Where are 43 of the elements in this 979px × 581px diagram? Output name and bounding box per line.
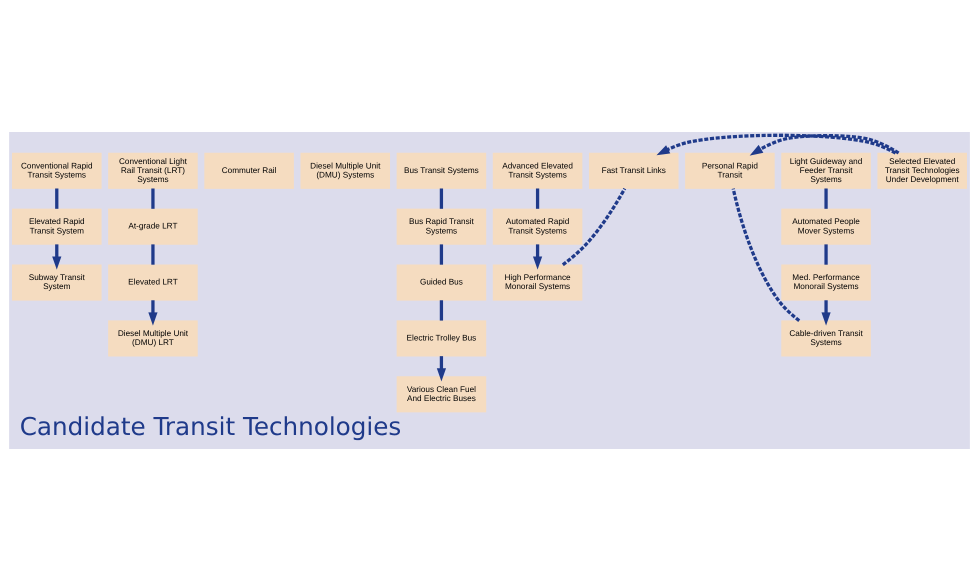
diagram-title: Candidate Transit Technologies: [20, 412, 402, 442]
node-box: Various Clean Fuel And Electric Buses: [396, 376, 486, 412]
node-box: Diesel Multiple Unit (DMU) Systems: [300, 152, 390, 189]
arrow: [52, 244, 62, 270]
node-box: Bus Transit Systems: [396, 152, 486, 189]
node-box: Cable-driven Transit Systems: [781, 320, 871, 357]
node-box: Conventional Light Rail Transit (LRT) Systems: [108, 152, 198, 189]
node-box: Guided Bus: [396, 264, 486, 301]
node-box: Elevated LRT: [108, 264, 198, 301]
connector: [440, 300, 444, 321]
node-box: Elevated Rapid Transit System: [12, 208, 102, 245]
node-box: Bus Rapid Transit Systems: [396, 208, 486, 245]
node-box: Med. Performance Monorail Systems: [781, 264, 871, 301]
arrow: [532, 244, 542, 270]
arrow: [656, 134, 896, 156]
arrow: [148, 300, 158, 326]
connector: [824, 244, 828, 265]
node-box: Selected Elevated Transit Technologies Under Development: [877, 152, 968, 189]
node-box: At-grade LRT: [108, 208, 198, 245]
connector: [151, 244, 155, 265]
connector: [732, 188, 800, 322]
node-box: Automated Rapid Transit Systems: [492, 208, 582, 245]
connector: [562, 188, 626, 266]
node-box: Personal Rapid Transit: [685, 152, 775, 189]
node-box: Electric Trolley Bus: [396, 320, 486, 357]
node-box: Light Guideway and Feeder Transit Systems: [781, 152, 871, 189]
node-box: Fast Transit Links: [588, 152, 679, 189]
node-box: Diesel Multiple Unit (DMU) LRT: [108, 320, 198, 357]
node-box: Conventional Rapid Transit Systems: [12, 152, 102, 189]
node-box: Subway Transit System: [12, 264, 102, 301]
node-box: High Performance Monorail Systems: [492, 264, 582, 301]
node-box: Automated People Mover Systems: [781, 208, 871, 245]
connector: [824, 188, 828, 209]
arrow: [750, 134, 900, 156]
connector: [151, 188, 155, 209]
arrow: [821, 300, 831, 326]
node-box: Commuter Rail: [204, 152, 294, 189]
connector: [440, 244, 444, 265]
connector: [440, 188, 444, 209]
arrow: [436, 356, 446, 382]
connector: [536, 188, 540, 209]
node-box: Advanced Elevated Transit Systems: [492, 152, 582, 189]
connector: [55, 188, 58, 209]
